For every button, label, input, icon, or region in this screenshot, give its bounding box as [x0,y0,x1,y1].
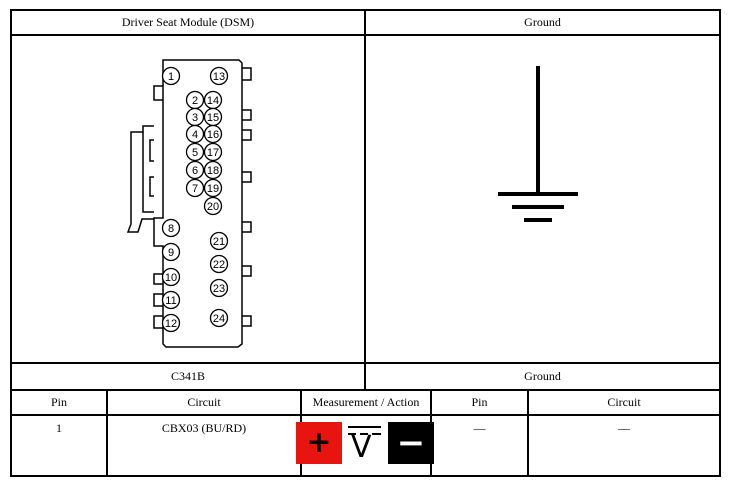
connector-pin-14: 14 [203,90,223,110]
meter-negative-icon: − [388,422,434,464]
connector-pin-11: 11 [161,290,181,310]
svg-text:20: 20 [207,201,219,213]
connector-pin-17: 17 [203,142,223,162]
svg-text:11: 11 [165,295,176,307]
connector-pin-5: 5 [185,142,205,162]
connector-pin-12: 12 [161,313,181,333]
svg-text:5: 5 [192,147,198,159]
meter-positive-icon: + [296,422,342,464]
connector-pin-21: 21 [209,231,229,251]
connector-pin-23: 23 [209,278,229,298]
svg-text:2: 2 [192,95,198,107]
connector-pin-10: 10 [161,267,181,287]
svg-text:19: 19 [207,183,219,195]
connector-pin-16: 16 [203,124,223,144]
outer-border-left [10,9,12,477]
divider-col4 [527,389,529,477]
connector-pin-19: 19 [203,178,223,198]
svg-text:18: 18 [207,165,219,177]
svg-text:21: 21 [213,236,225,248]
svg-text:1: 1 [168,71,174,83]
divider-mid [364,9,366,391]
svg-text:3: 3 [192,112,198,124]
header-left-title: Driver Seat Module (DSM) [121,15,255,29]
connector-pin-4: 4 [185,124,205,144]
svg-text:15: 15 [207,112,219,124]
connector-pin-7: 7 [185,178,205,198]
connector-id-label: C341B [170,369,205,383]
row-pin: 1 [56,421,62,435]
col-header-measurement: Measurement / Action [312,395,420,409]
connector-pin-22: 22 [209,254,229,274]
svg-text:16: 16 [207,129,219,141]
divider-colheads [10,414,721,416]
svg-text:13: 13 [213,71,225,83]
connector-latch [126,125,154,233]
svg-text:8: 8 [168,223,174,235]
connector-pin-9: 9 [161,242,181,262]
svg-text:23: 23 [213,283,225,295]
ground-symbol-icon [498,66,578,222]
svg-text:10: 10 [165,272,177,284]
divider-col1 [106,389,108,477]
connector-pin-24: 24 [209,308,229,328]
row-pin-2: — [473,421,486,435]
svg-text:22: 22 [213,259,225,271]
connector-pin-20: 20 [203,196,223,216]
connector-housing [153,59,243,348]
outer-border-bottom [10,475,721,477]
svg-text:9: 9 [168,247,174,259]
col-header-circuit: Circuit [187,395,221,409]
ground-label: Ground [524,369,561,383]
outer-border-right [719,9,721,477]
svg-text:4: 4 [192,129,198,141]
connector-pin-13: 13 [209,66,229,86]
dc-voltage-icon: V [346,422,384,464]
svg-text:7: 7 [192,183,198,195]
svg-text:14: 14 [207,95,219,107]
connector-pin-15: 15 [203,107,223,127]
svg-text:6: 6 [192,165,198,177]
col-header-pin: Pin [50,395,67,409]
svg-text:24: 24 [213,313,225,325]
col-header-pin-2: Pin [471,395,488,409]
connector-pin-8: 8 [161,218,181,238]
svg-text:12: 12 [165,318,177,330]
row-circuit-2: — [618,421,630,435]
header-right-title: Ground [524,15,561,29]
row-circuit: CBX03 (BU/RD) [161,421,247,435]
connector-pin-2: 2 [185,90,205,110]
col-header-circuit-2: Circuit [607,395,641,409]
connector-pin-6: 6 [185,160,205,180]
connector-pin-1: 1 [161,66,181,86]
svg-text:17: 17 [207,147,219,159]
connector-pin-3: 3 [185,107,205,127]
connector-pin-18: 18 [203,160,223,180]
